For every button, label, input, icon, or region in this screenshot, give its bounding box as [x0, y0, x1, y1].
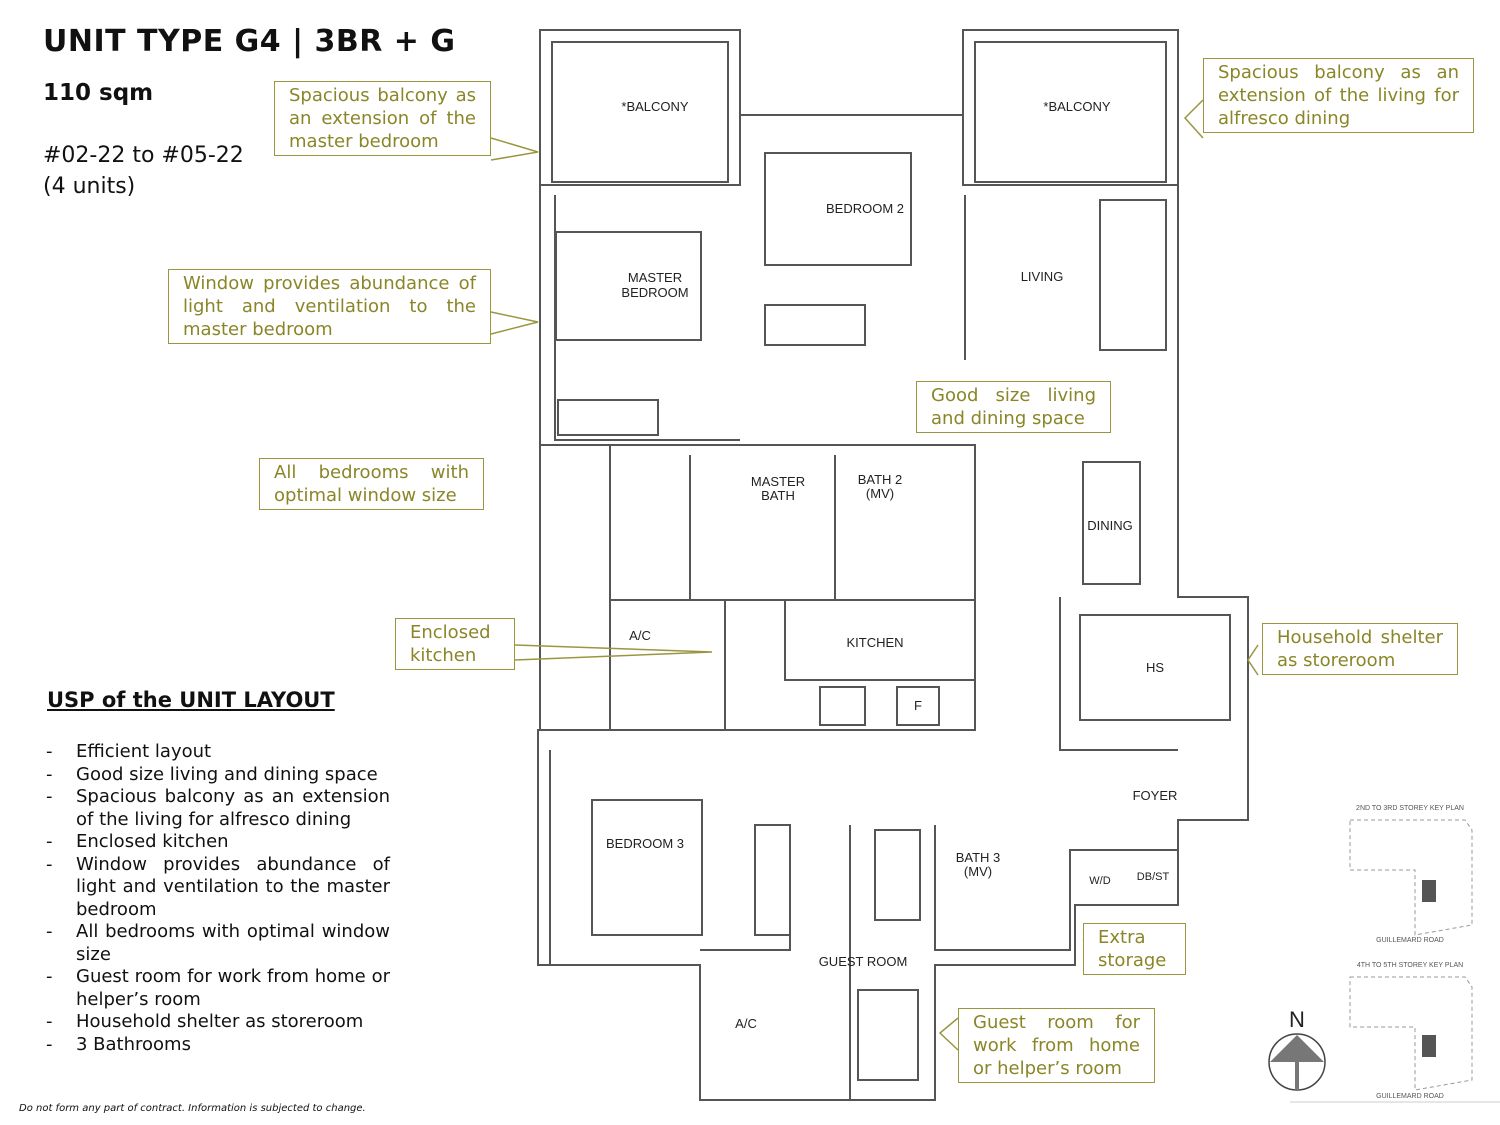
usp-item: Window provides abundance of light and v… [46, 854, 390, 922]
room-balcony-living: *BALCONY [1043, 99, 1111, 114]
disclaimer: Do not form any part of contract. Inform… [19, 1103, 366, 1114]
usp-item: All bedrooms with optimal window size [46, 921, 390, 966]
room-dining: DINING [1087, 518, 1133, 533]
key-plan-road-1: GUILLEMARD ROAD [1376, 937, 1444, 944]
key-plans: 2ND TO 3RD STOREY KEY PLAN GUILLEMARD RO… [1290, 805, 1500, 1103]
callout-bedrooms-window: All bedrooms with optimal window size [259, 458, 484, 510]
key-plan-title-1: 2ND TO 3RD STOREY KEY PLAN [1356, 805, 1464, 812]
unit-range: #02-22 to #05-22 (4 units) [43, 140, 244, 202]
callout-shelter: Household shelter as storeroom [1262, 623, 1458, 675]
north-arrow-icon: N [1268, 1007, 1326, 1091]
usp-item: Good size living and dining space [46, 764, 390, 787]
room-master-bedroom-2: BEDROOM [621, 285, 688, 300]
room-master-bath-1: MASTER [751, 474, 805, 489]
usp-item: Household shelter as storeroom [46, 1011, 390, 1034]
callout-living-dining: Good size living and dining space [916, 381, 1111, 433]
unit-area: 110 sqm [43, 80, 154, 106]
room-labels: *BALCONY *BALCONY BEDROOM 2 MASTER BEDRO… [606, 99, 1177, 1031]
callout-living-balcony: Spacious balcony as an extension of the … [1203, 58, 1474, 133]
key-plan-title-2: 4TH TO 5TH STOREY KEY PLAN [1357, 962, 1463, 969]
plan-walls [537, 29, 1249, 1101]
usp-item: Efficient layout [46, 741, 390, 764]
room-guest-room: GUEST ROOM [819, 954, 908, 969]
room-bath-3-2: (MV) [964, 864, 992, 879]
unit-count: (4 units) [43, 174, 136, 199]
north-label: N [1289, 1007, 1305, 1032]
room-ac-2: A/C [735, 1016, 757, 1031]
usp-list: Efficient layout Good size living and di… [46, 741, 390, 1056]
callout-guest: Guest room for work from home or helper’… [958, 1008, 1155, 1083]
room-bedroom-2: BEDROOM 2 [826, 201, 904, 216]
usp-item: Spacious balcony as an extension of the … [46, 786, 390, 831]
key-plan-road-2: GUILLEMARD ROAD [1376, 1093, 1444, 1100]
room-balcony-master: *BALCONY [621, 99, 689, 114]
room-fridge: F [914, 698, 922, 713]
callout-storage: Extra storage [1083, 923, 1186, 975]
usp-item: Guest room for work from home or helper’… [46, 966, 390, 1011]
room-wd: W/D [1089, 875, 1110, 887]
room-dbst: DB/ST [1137, 871, 1170, 883]
room-master-bedroom-1: MASTER [628, 270, 682, 285]
room-ac-1: A/C [629, 628, 651, 643]
callout-window: Window provides abundance of light and v… [168, 269, 491, 344]
room-foyer: FOYER [1133, 788, 1178, 803]
room-kitchen: KITCHEN [846, 635, 903, 650]
room-bath-2-1: BATH 2 [858, 472, 903, 487]
unit-numbers: #02-22 to #05-22 [43, 143, 244, 168]
room-bath-2-2: (MV) [866, 486, 894, 501]
usp-title: USP of the UNIT LAYOUT [47, 688, 335, 712]
callout-master-balcony: Spacious balcony as an extension of the … [274, 81, 491, 156]
usp-item: 3 Bathrooms [46, 1034, 390, 1057]
room-bedroom-3: BEDROOM 3 [606, 836, 684, 851]
room-hs: HS [1146, 660, 1164, 675]
room-bath-3-1: BATH 3 [956, 850, 1001, 865]
unit-type-title: UNIT TYPE G4 | 3BR + G [43, 24, 456, 59]
usp-item: Enclosed kitchen [46, 831, 390, 854]
room-living: LIVING [1021, 269, 1064, 284]
callout-kitchen: Enclosed kitchen [395, 618, 515, 670]
room-master-bath-2: BATH [761, 488, 795, 503]
